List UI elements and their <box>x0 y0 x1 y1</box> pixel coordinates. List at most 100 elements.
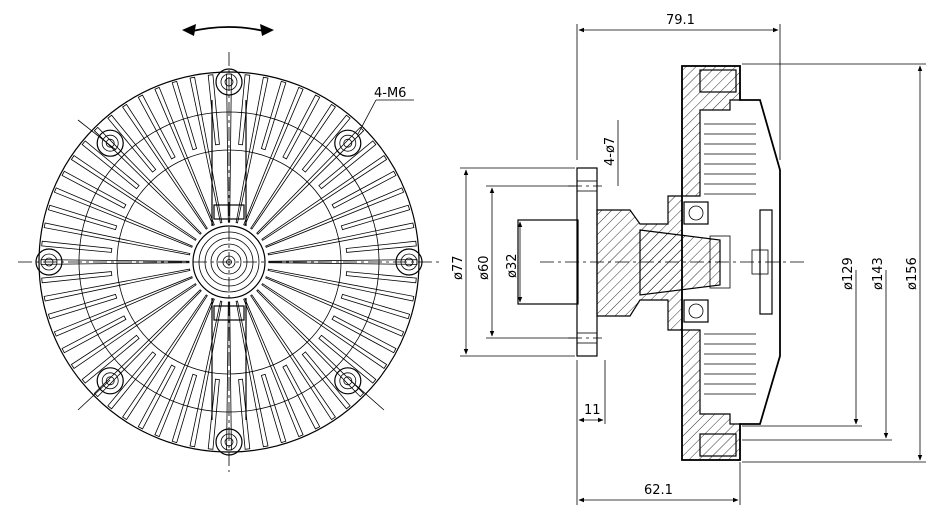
cooling-fin <box>250 103 336 230</box>
bearing-upper-ball <box>688 205 704 221</box>
mid-ring <box>116 149 342 375</box>
slot-bottom <box>213 305 245 321</box>
leader-4m6 <box>357 99 377 135</box>
cooling-fin <box>243 86 304 226</box>
bolt-hole <box>400 253 418 271</box>
cooling-fin <box>301 351 351 410</box>
pilot-hole-bottom <box>576 332 598 344</box>
cooling-fin <box>265 276 405 337</box>
pilot-hole-top <box>576 180 598 192</box>
bolt-hole <box>343 376 353 386</box>
cooling-fin <box>93 289 202 398</box>
bolt-hole <box>35 248 63 276</box>
cooling-fin <box>41 271 113 284</box>
dim-32: ø32 <box>505 254 520 279</box>
bolt-hole <box>220 433 238 451</box>
dim-143: ø143 <box>871 257 886 290</box>
bolt-holes <box>35 68 423 456</box>
cooling-fin <box>81 140 140 190</box>
cooling-fin <box>301 114 351 173</box>
hub-ring-4 <box>216 249 242 275</box>
leader-diag-1 <box>77 119 117 151</box>
cooling-fin <box>107 351 157 410</box>
cooling-fin <box>267 222 415 256</box>
bearing-lower <box>683 299 709 323</box>
cooling-fin <box>61 170 127 209</box>
cooling-fin <box>235 76 269 224</box>
bolt-hole <box>343 138 353 148</box>
bolt-hole <box>101 372 119 390</box>
cooling-fin <box>189 76 223 224</box>
bolt-hole <box>105 376 115 386</box>
cooling-fin <box>122 294 208 421</box>
cooling-fin <box>43 222 191 256</box>
cooling-fin <box>171 80 198 151</box>
cooling-fin <box>331 315 397 354</box>
bearing-lower-ball <box>688 303 704 319</box>
bolt-hole <box>44 257 54 267</box>
cooling-fin <box>53 187 193 248</box>
cooling-fin <box>250 294 336 421</box>
dim-129: ø129 <box>841 257 856 290</box>
bolt-hole <box>220 73 238 91</box>
outer-rim <box>38 71 420 453</box>
inner-rim <box>78 111 380 413</box>
cooling-fin <box>265 187 405 248</box>
bolt-holes-label: 4-M6 <box>374 86 406 101</box>
cooling-fin <box>43 268 191 302</box>
bolt-hole <box>96 367 124 395</box>
cooling-fin <box>318 334 377 384</box>
hub-outer <box>192 225 266 299</box>
cooling-fin <box>345 271 417 284</box>
cooling-fin <box>260 80 287 151</box>
cooling-fin <box>137 364 176 430</box>
center-seal <box>709 235 731 289</box>
pilot-holes-label: 4-ø7 <box>603 137 618 166</box>
cooling-fin <box>318 140 377 190</box>
cooling-fins <box>40 73 418 451</box>
top-bolt <box>699 69 737 93</box>
cooling-fin <box>261 155 388 241</box>
cooling-fin <box>171 373 198 444</box>
cooling-fin <box>340 204 411 231</box>
cooling-fin <box>331 170 397 209</box>
dim-60: ø60 <box>477 256 492 281</box>
cooling-fin <box>345 240 417 253</box>
cooling-fin <box>137 94 176 160</box>
cooling-fin <box>282 364 321 430</box>
cooling-fin <box>260 373 287 444</box>
cooling-fin <box>41 240 113 253</box>
hub-ring-5 <box>222 255 236 269</box>
cooling-fin <box>256 289 365 398</box>
cooling-fin <box>93 126 202 235</box>
bolt-hole <box>215 68 243 96</box>
bolt-hole <box>334 129 362 157</box>
rotation-arrow-icon <box>182 24 274 36</box>
leader-diag-3 <box>349 379 385 411</box>
cooling-fin <box>47 204 118 231</box>
side-section-view: 79.1 62.1 11 4-ø7 ø77 ø60 ø32 ø156 ø143 … <box>451 13 926 505</box>
hub-ring-2 <box>204 237 254 287</box>
cooling-fin <box>282 94 321 160</box>
bolt-hole <box>404 257 414 267</box>
cooling-fin <box>47 293 118 320</box>
dim-77: ø77 <box>451 256 466 281</box>
cooling-fin <box>207 378 220 450</box>
cooling-fin <box>81 334 140 384</box>
cooling-fin <box>243 298 304 438</box>
hub-ring-3 <box>210 243 248 281</box>
bolt-hole <box>334 367 362 395</box>
bolt-hole <box>224 437 234 447</box>
housing-top <box>681 65 741 197</box>
bolt-hole <box>40 253 58 271</box>
bolt-hole <box>101 134 119 152</box>
bolt-hole <box>215 428 243 456</box>
cooling-fin <box>235 300 269 448</box>
internal-fins <box>704 123 756 395</box>
cooling-fin <box>61 315 127 354</box>
bimetal-spring <box>759 209 773 315</box>
bottom-bolt <box>699 433 737 457</box>
bolt-hole <box>105 138 115 148</box>
dim-11: 11 <box>584 403 601 418</box>
bolt-hole <box>224 77 234 87</box>
